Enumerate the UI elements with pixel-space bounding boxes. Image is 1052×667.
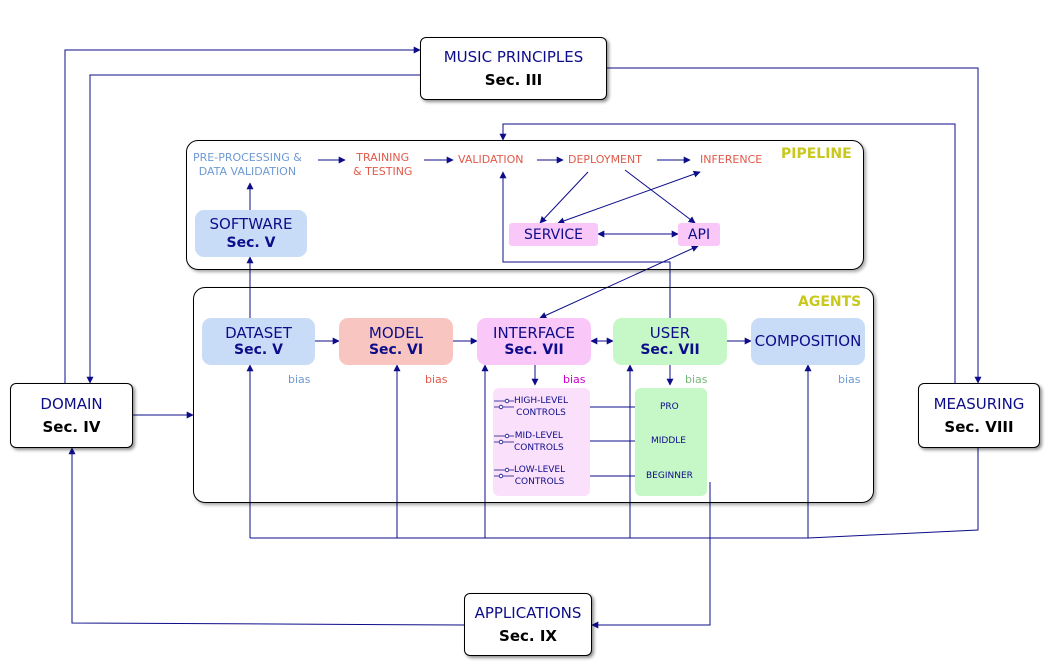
- control-high: HIGH-LEVEL CONTROLS: [494, 395, 568, 419]
- software-box: SOFTWARE Sec. V: [195, 210, 307, 257]
- model-bias: bias: [425, 373, 448, 386]
- level-middle: MIDDLE: [651, 436, 686, 446]
- wire-measuring-to-pipeline: [499, 123, 956, 383]
- applications-section: Sec. IX: [499, 626, 557, 645]
- music-principles-section: Sec. III: [484, 70, 543, 89]
- domain-box: DOMAIN Sec. IV: [10, 383, 133, 448]
- control-high-line1: HIGH-LEVEL: [514, 396, 568, 406]
- measuring-section: Sec. VIII: [944, 417, 1014, 436]
- applications-box: APPLICATIONS Sec. IX: [464, 593, 592, 656]
- software-section: Sec. V: [226, 234, 276, 251]
- measuring-title: MEASURING: [933, 394, 1025, 413]
- interface-bias: bias: [563, 373, 586, 386]
- wire-applications-to-domain: [68, 447, 465, 626]
- deployment-step: DEPLOYMENT: [568, 153, 642, 166]
- inference-step: INFERENCE: [700, 153, 763, 166]
- interface-section: Sec. VII: [504, 341, 564, 358]
- agents-title: AGENTS: [798, 294, 862, 310]
- wire-music-to-measuring: [607, 67, 982, 384]
- domain-title: DOMAIN: [40, 394, 103, 413]
- dataset-title: DATASET: [225, 323, 292, 342]
- slider-icon: [494, 467, 514, 479]
- training-line2: & TESTING: [353, 165, 413, 178]
- preprocess-line2: DATA VALIDATION: [198, 165, 297, 178]
- wire-inference-service: [557, 170, 701, 225]
- api-label: API: [687, 226, 711, 243]
- music-principles-title: MUSIC PRINCIPLES: [443, 47, 584, 66]
- software-title: SOFTWARE: [209, 214, 293, 233]
- domain-section: Sec. IV: [42, 417, 101, 436]
- composition-bias: bias: [838, 373, 861, 386]
- pipeline-title: PIPELINE: [781, 146, 852, 162]
- composition-title: COMPOSITION: [754, 332, 862, 350]
- preprocess-step: PRE-PROCESSING & DATA VALIDATION: [193, 151, 302, 179]
- user-bias: bias: [685, 373, 708, 386]
- model-box: MODEL Sec. VI: [339, 318, 453, 365]
- control-mid-line2: CONTROLS: [514, 443, 564, 453]
- interface-box: INTERFACE Sec. VII: [477, 318, 591, 365]
- service-label: SERVICE: [523, 226, 584, 243]
- training-line1: TRAINING: [356, 151, 410, 164]
- control-low-line2: CONTROLS: [514, 477, 565, 487]
- control-high-line2: CONTROLS: [516, 408, 566, 418]
- applications-title: APPLICATIONS: [474, 603, 582, 622]
- training-step: TRAINING & TESTING: [353, 151, 412, 179]
- agents-frame: [193, 287, 874, 503]
- level-pro: PRO: [660, 402, 679, 412]
- model-title: MODEL: [368, 323, 424, 342]
- user-box: USER Sec. VII: [613, 318, 727, 365]
- control-mid: MID-LEVEL CONTROLS: [494, 430, 564, 454]
- pipeline-frame: [186, 140, 864, 270]
- control-mid-line1: MID-LEVEL: [514, 431, 563, 441]
- slider-icon: [494, 398, 514, 410]
- level-beginner: BEGINNER: [646, 471, 693, 481]
- interface-title: INTERFACE: [493, 323, 575, 342]
- measuring-box: MEASURING Sec. VIII: [918, 383, 1040, 448]
- preprocess-line1: PRE-PROCESSING &: [193, 151, 302, 164]
- wire-api-to-interface: [539, 245, 699, 319]
- levels-panel: [635, 388, 707, 496]
- wire-measuring-bus: [250, 448, 979, 539]
- control-low-line1: LOW-LEVEL: [514, 465, 566, 475]
- service-node: SERVICE: [509, 223, 598, 246]
- wire-domain-to-music: [64, 46, 421, 383]
- slider-icon: [494, 433, 514, 445]
- user-section: Sec. VII: [640, 341, 700, 358]
- api-node: API: [678, 223, 720, 246]
- user-title: USER: [649, 323, 691, 342]
- control-low: LOW-LEVEL CONTROLS: [494, 464, 565, 488]
- music-principles-box: MUSIC PRINCIPLES Sec. III: [420, 37, 607, 100]
- model-section: Sec. VI: [368, 341, 424, 358]
- dataset-box: DATASET Sec. V: [202, 318, 315, 365]
- composition-box: COMPOSITION: [751, 318, 865, 365]
- dataset-section: Sec. V: [234, 341, 283, 358]
- wire-music-to-domain: [86, 74, 420, 384]
- dataset-bias: bias: [288, 373, 311, 386]
- wire-levels-to-applications: [591, 482, 711, 629]
- validation-step: VALIDATION: [458, 153, 524, 166]
